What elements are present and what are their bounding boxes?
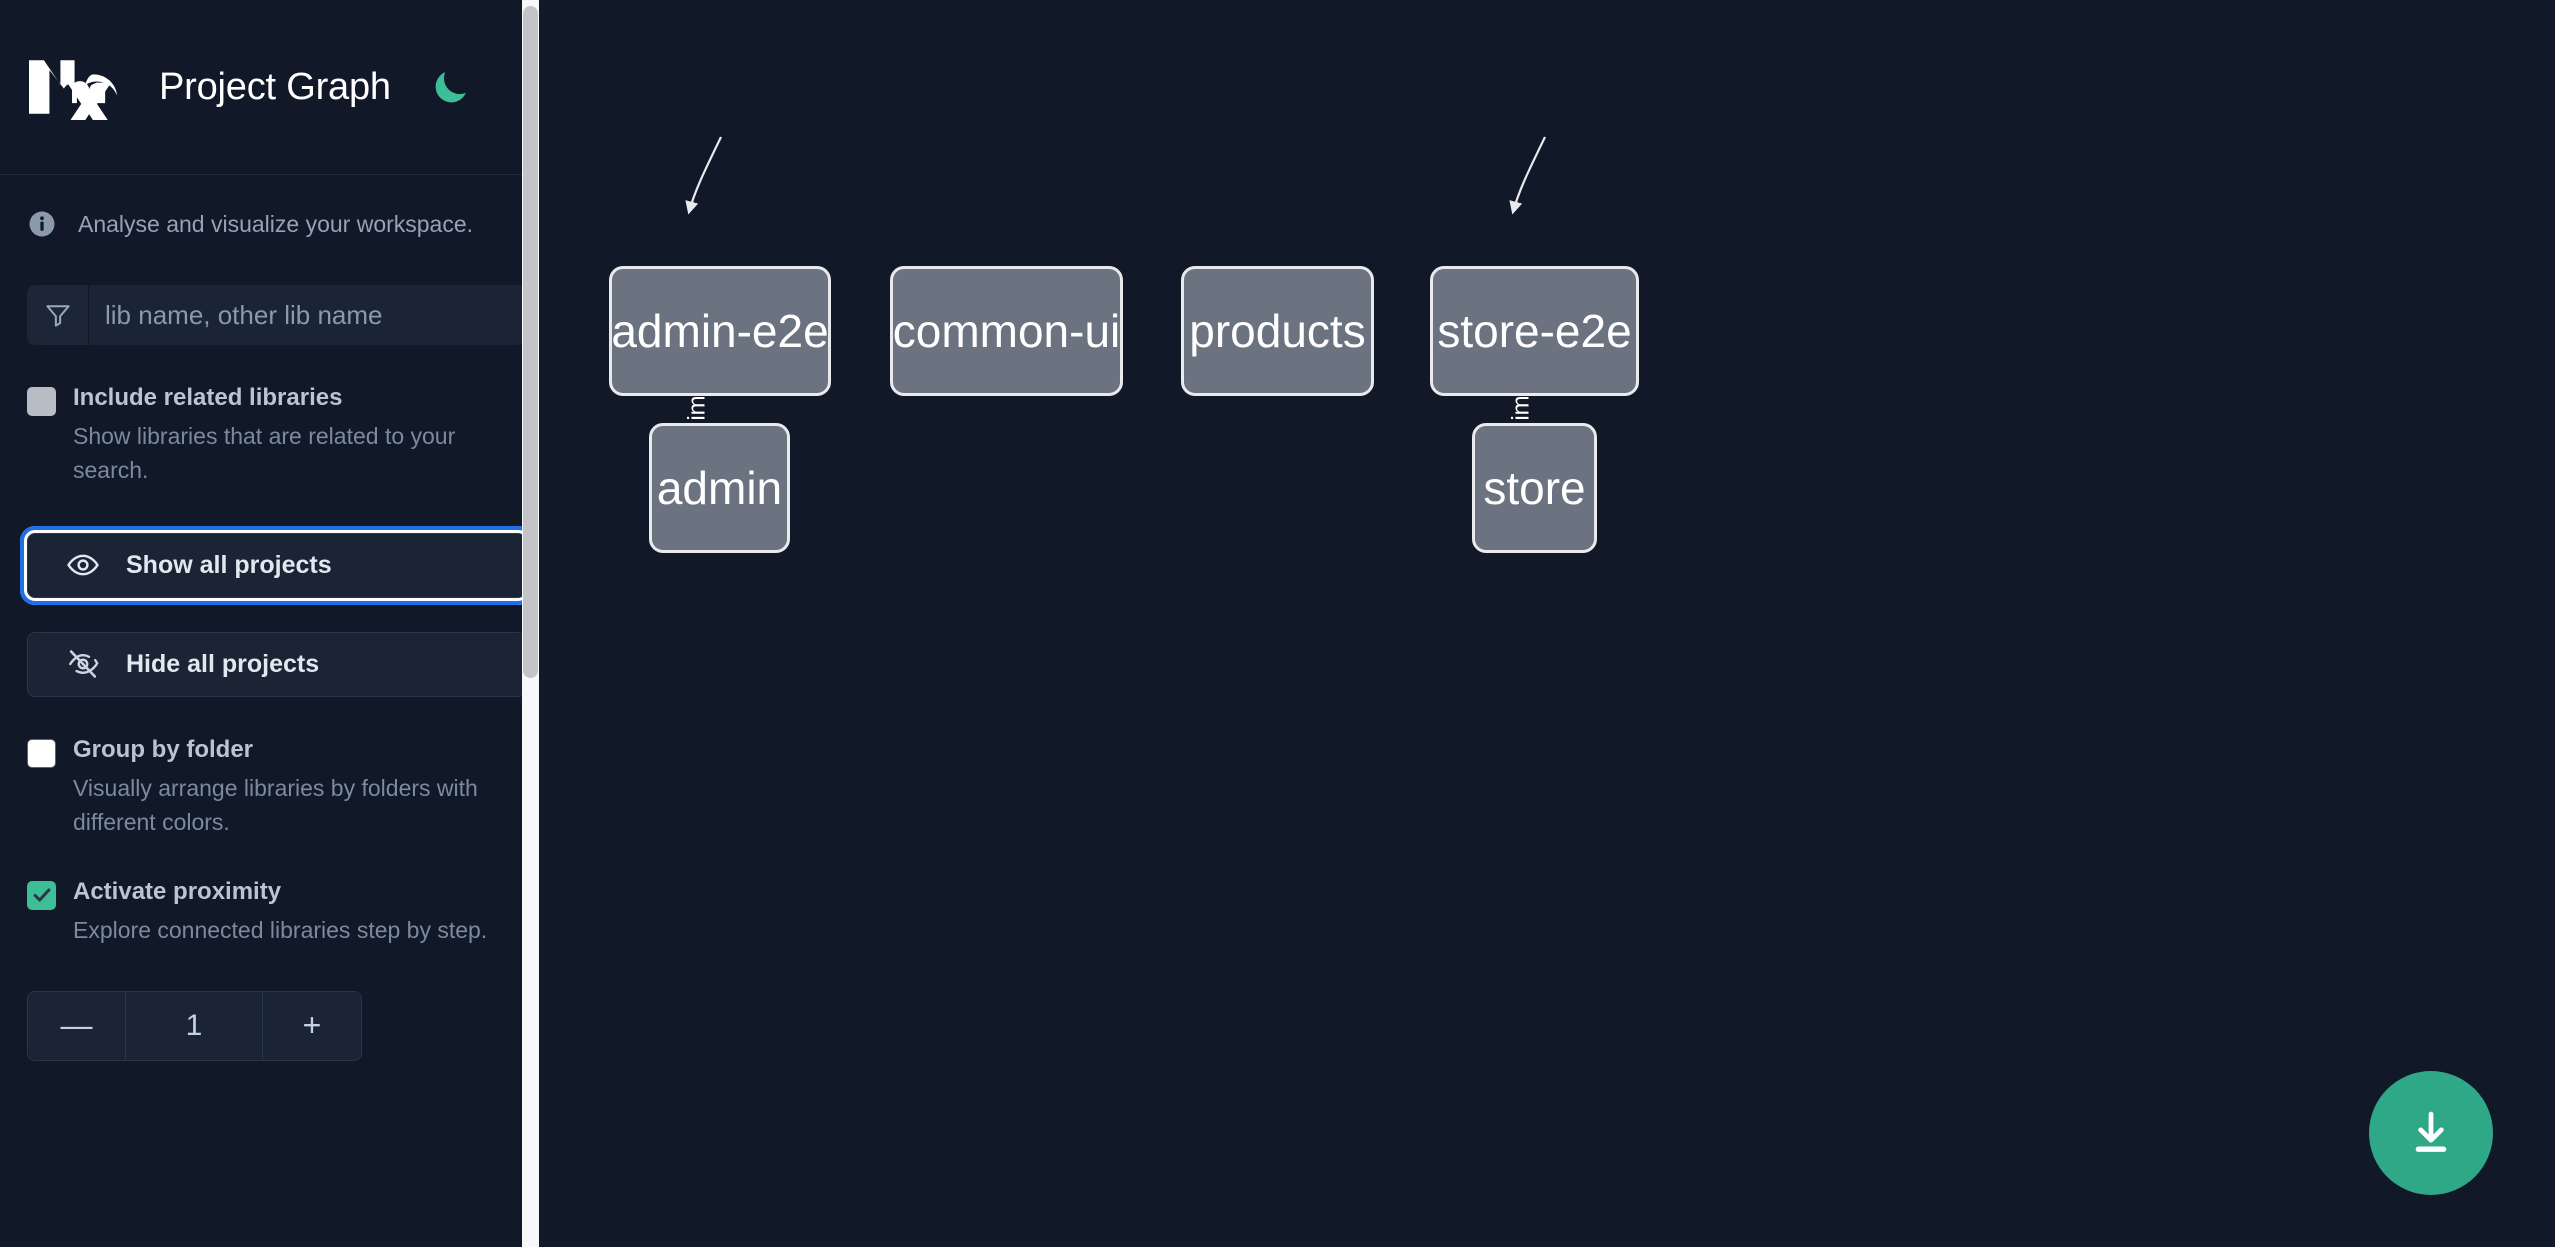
- graph-node-admin[interactable]: admin: [649, 423, 790, 553]
- edge-store-e2e-to-store: [1509, 136, 1546, 215]
- sidebar-header: Project Graph: [0, 0, 553, 175]
- sidebar-scrollbar-thumb[interactable]: [523, 6, 538, 678]
- proximity-increment-button[interactable]: +: [263, 991, 361, 1060]
- nx-logo-icon: [29, 60, 117, 120]
- option-text: Group by folder Visually arrange librari…: [73, 733, 526, 839]
- eye-icon: [67, 554, 99, 576]
- download-icon: [2415, 1111, 2447, 1152]
- option-label: Group by folder: [73, 735, 253, 763]
- option-text: Activate proximity Explore connected lib…: [73, 875, 526, 947]
- hide-all-projects-label: Hide all projects: [126, 649, 320, 678]
- graph-edges-layer: [685, 136, 1546, 215]
- option-description: Explore connected libraries step by step…: [73, 916, 488, 943]
- graph-node-store-e2e[interactable]: store-e2e: [1430, 266, 1639, 396]
- activate-proximity-checkbox[interactable]: [27, 880, 56, 910]
- show-all-projects-button[interactable]: Show all projects: [20, 525, 533, 605]
- option-label: Activate proximity: [73, 877, 282, 905]
- download-graph-button[interactable]: [2369, 1071, 2493, 1195]
- hide-all-projects-button[interactable]: Hide all projects: [27, 631, 526, 697]
- filter-funnel-icon[interactable]: [27, 285, 89, 345]
- sidebar: Project Graph Analyse and visualize your…: [0, 0, 553, 1247]
- option-include-related-libraries[interactable]: Include related libraries Show libraries…: [27, 381, 526, 487]
- workspace-info: Analyse and visualize your workspace.: [0, 175, 553, 273]
- eye-off-icon: [69, 650, 99, 679]
- group-by-folder-checkbox[interactable]: [27, 738, 56, 768]
- moon-glyph: [435, 72, 466, 103]
- sidebar-controls: Include related libraries Show libraries…: [0, 285, 553, 1061]
- proximity-stepper[interactable]: — 1 +: [27, 990, 362, 1061]
- sidebar-edge: [539, 0, 553, 1247]
- option-group-by-folder[interactable]: Group by folder Visually arrange librari…: [27, 733, 526, 839]
- search-box[interactable]: [27, 285, 526, 345]
- graph-node-common-ui[interactable]: common-ui: [890, 266, 1123, 396]
- option-description: Show libraries that are related to your …: [73, 422, 456, 483]
- include-related-libraries-checkbox[interactable]: [27, 387, 56, 416]
- page-title: Project Graph: [159, 65, 391, 108]
- proximity-value: 1: [126, 991, 263, 1060]
- workspace-info-text: Analyse and visualize your workspace.: [78, 210, 474, 237]
- proximity-decrement-button[interactable]: —: [28, 991, 126, 1060]
- graph-node-admin-e2e[interactable]: admin-e2e: [609, 266, 831, 396]
- graph-canvas[interactable]: implicit implicit admin-e2e common-ui pr…: [553, 0, 2555, 1247]
- option-description: Visually arrange libraries by folders wi…: [73, 774, 478, 835]
- edge-admin-e2e-to-admin: [685, 136, 722, 215]
- show-all-projects-label: Show all projects: [126, 550, 332, 579]
- visibility-button-group: Show all projects Hide all projects: [20, 525, 533, 697]
- info-circle-icon: [29, 211, 55, 237]
- moon-icon[interactable]: [427, 63, 475, 111]
- graph-node-store[interactable]: store: [1472, 423, 1597, 553]
- sidebar-scrollbar[interactable]: [522, 0, 539, 1247]
- option-text: Include related libraries Show libraries…: [73, 381, 526, 487]
- checkmark-icon: [33, 888, 50, 902]
- search-input[interactable]: [89, 285, 526, 345]
- sidebar-content: Project Graph Analyse and visualize your…: [0, 0, 553, 1247]
- option-activate-proximity[interactable]: Activate proximity Explore connected lib…: [27, 875, 526, 947]
- option-label: Include related libraries: [73, 384, 343, 411]
- graph-node-products[interactable]: products: [1181, 266, 1374, 396]
- funnel-glyph: [45, 305, 70, 327]
